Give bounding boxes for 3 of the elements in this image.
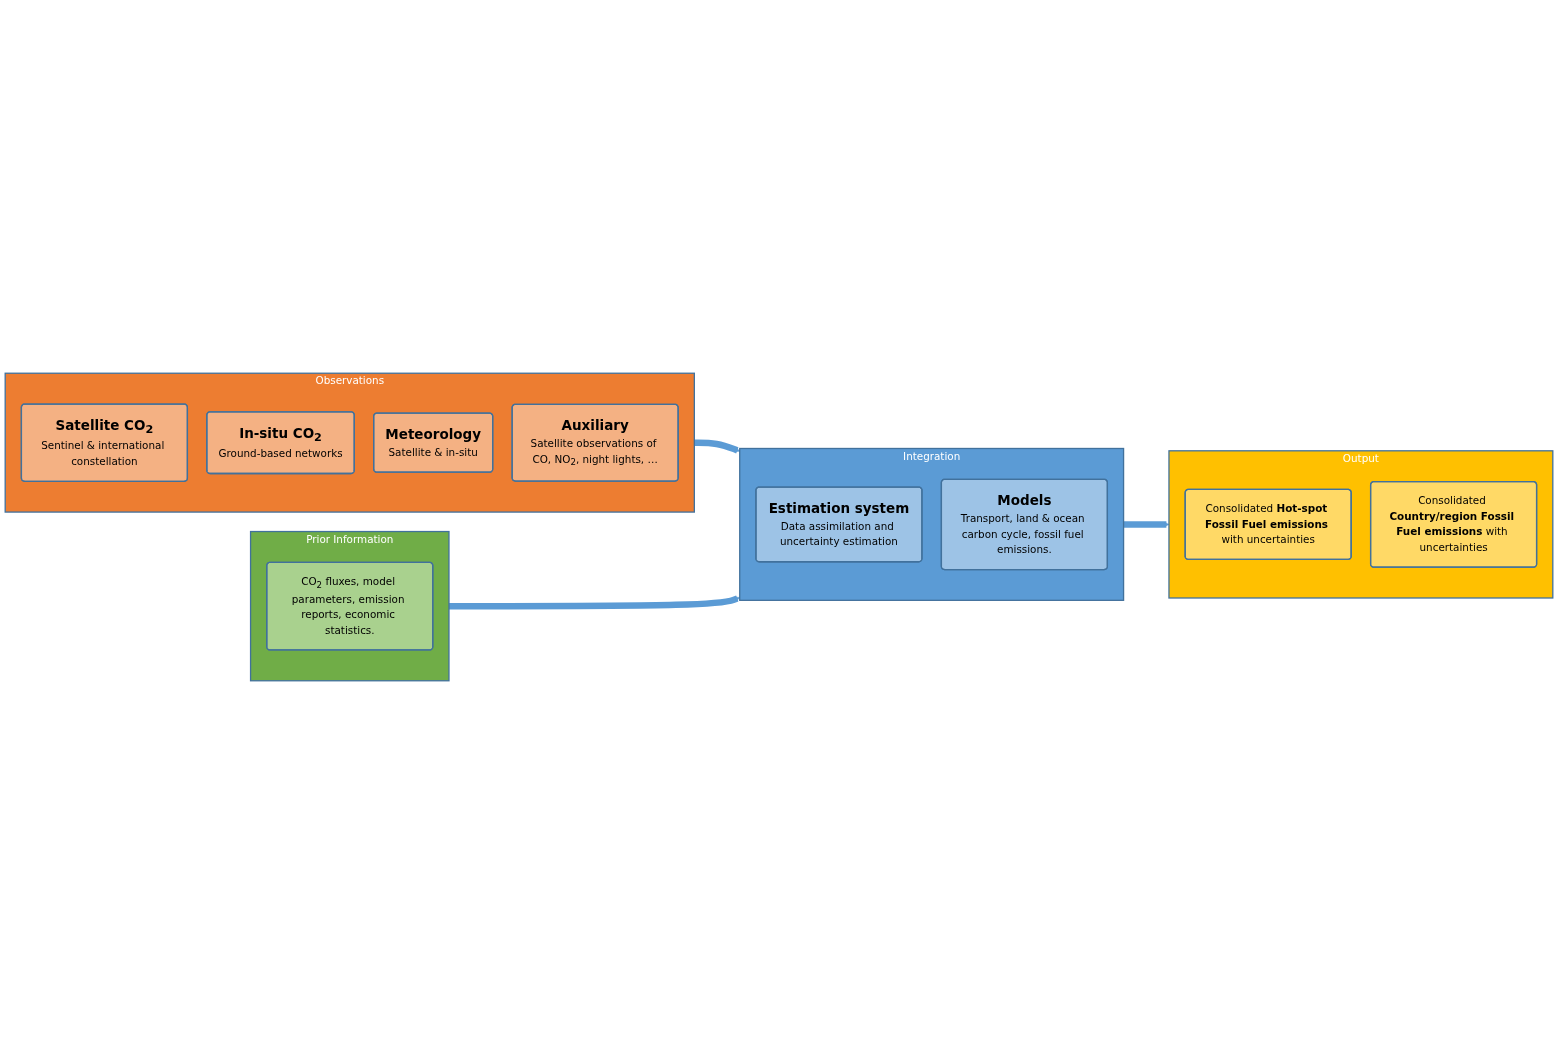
arrow xyxy=(448,595,740,610)
arrow xyxy=(694,439,740,454)
arrow xyxy=(1123,521,1170,528)
